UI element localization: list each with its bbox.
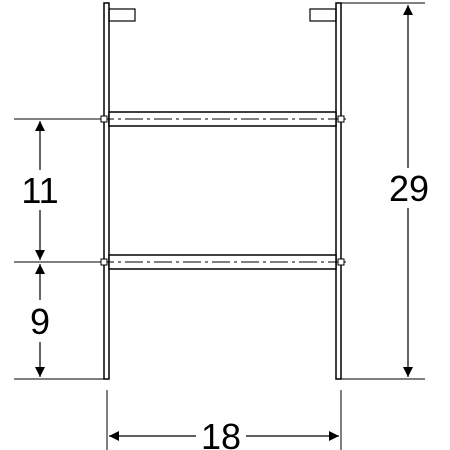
extension-lines	[14, 2, 425, 450]
left-top-hook	[108, 8, 136, 22]
lower-shelf	[96, 254, 350, 270]
label-bottom-clearance: 9	[30, 301, 50, 342]
left-upright	[103, 2, 110, 380]
right-upright	[335, 2, 342, 380]
frame	[103, 2, 342, 380]
upper-shelf	[96, 111, 350, 127]
label-height-total: 29	[389, 168, 429, 209]
label-backgrounds	[18, 168, 431, 450]
dimension-lines	[35, 5, 413, 441]
label-width: 18	[201, 416, 241, 450]
label-shelf-spacing: 11	[21, 170, 58, 211]
right-top-hook	[309, 8, 337, 22]
